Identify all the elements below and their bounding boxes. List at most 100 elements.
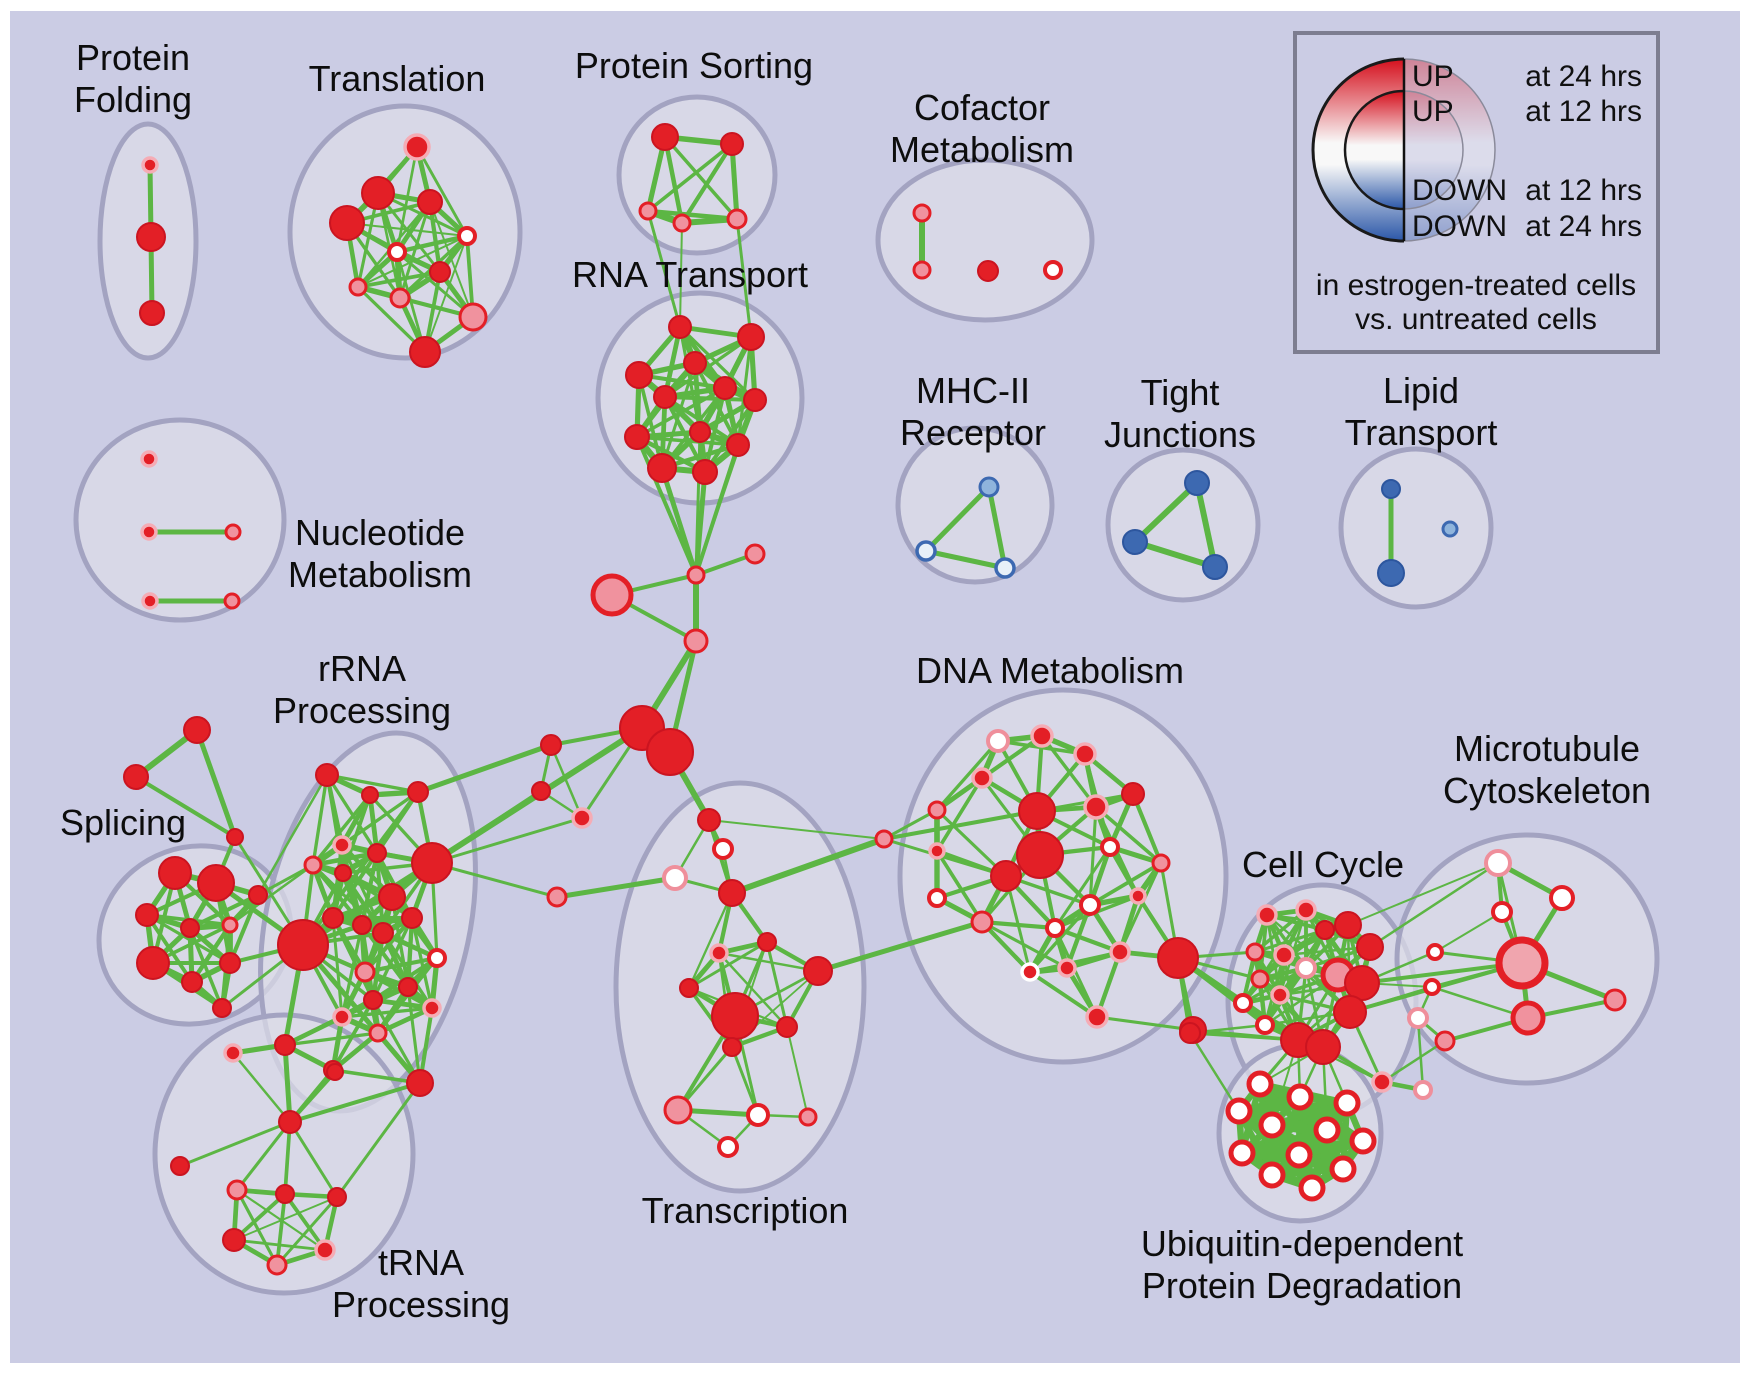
edge (325, 773, 379, 855)
edge (395, 250, 475, 319)
label-cofactor-metabolism: Cofactor (914, 87, 1050, 128)
node-tx4 (718, 879, 746, 907)
legend-row-left: DOWN (1412, 210, 1507, 243)
legend-row-right: at 24 hrs (1525, 210, 1642, 243)
node-sp7 (219, 952, 241, 974)
edge (979, 919, 1033, 975)
node-rt0 (668, 315, 692, 339)
edge (923, 484, 992, 554)
edge (986, 484, 1008, 571)
edge (786, 1026, 809, 1118)
node-tx13 (746, 1103, 770, 1127)
node-lp1 (1377, 559, 1405, 587)
edge (935, 849, 984, 924)
node-mb2 (590, 573, 634, 617)
node-mb8 (571, 807, 593, 829)
node-mb7 (531, 781, 551, 801)
legend-row-left: DOWN (1412, 174, 1507, 207)
cluster-ellipse-tight-junctions (1105, 447, 1261, 603)
cluster-ellipse-trna-processing (152, 1012, 416, 1296)
label-splicing: Splicing (60, 802, 186, 843)
edge (415, 145, 469, 238)
node-tn9 (314, 1239, 336, 1261)
edge (979, 733, 1045, 781)
edge (1434, 911, 1503, 953)
node-rr17 (422, 998, 442, 1018)
node-mb1 (744, 543, 766, 565)
node-dn14 (1079, 894, 1101, 916)
edge (1052, 925, 1123, 955)
edge (256, 863, 315, 897)
node-rt9 (726, 433, 750, 457)
node-mt3 (1426, 943, 1444, 961)
edge (687, 940, 769, 990)
node-rr13 (354, 961, 376, 983)
edge (283, 1192, 327, 1252)
node-sp8 (212, 998, 232, 1018)
node-dn20 (1109, 941, 1131, 963)
node-tr3 (417, 189, 443, 215)
edge (935, 739, 1000, 812)
node-tj1 (1122, 529, 1148, 555)
node-sp5 (136, 946, 170, 980)
node-nu1 (140, 523, 158, 541)
node-tn6 (275, 1184, 295, 1204)
node-tn11 (326, 1063, 344, 1081)
node-dn4 (927, 800, 947, 820)
node-rr14 (427, 948, 447, 968)
node-rt4 (713, 376, 737, 400)
edge (1253, 928, 1327, 954)
edge (1194, 480, 1218, 570)
label-nucleotide-metabolism: Nucleotide (295, 512, 465, 553)
node-dn0 (986, 729, 1010, 753)
node-rr21 (223, 1043, 243, 1063)
node-tx9 (711, 992, 759, 1040)
label-mhc-ii-receptor: MHC-II (916, 370, 1030, 411)
node-rr7 (411, 842, 453, 884)
node-pf2 (139, 300, 165, 326)
legend-row-right: at 12 hrs (1525, 95, 1642, 128)
node-dn15 (927, 888, 947, 908)
node-cc0 (1256, 904, 1278, 926)
edge (340, 923, 364, 1019)
label-nucleotide-metabolism: Metabolism (288, 554, 472, 595)
edge (663, 135, 739, 221)
edge (979, 919, 1058, 931)
node-cc9 (1344, 965, 1380, 1001)
edge (554, 875, 678, 900)
node-ub11 (1298, 1174, 1326, 1202)
node-dn6 (1121, 782, 1145, 806)
node-cc16 (1305, 1029, 1341, 1065)
node-mt5 (1423, 978, 1441, 996)
label-dna-metabolism: DNA Metabolism (916, 650, 1184, 691)
legend-circle-fade (1404, 59, 1495, 241)
node-mb3 (683, 628, 709, 654)
node-sp1 (197, 864, 235, 902)
edge (275, 1192, 287, 1267)
node-ub8 (1285, 1141, 1313, 1169)
node-ub9 (1258, 1161, 1286, 1189)
edge (717, 951, 820, 973)
node-rt11 (692, 459, 718, 485)
node-dn21 (1085, 1005, 1109, 1029)
node-mb5 (646, 728, 694, 776)
edge (1095, 1015, 1195, 1032)
edge (178, 1120, 292, 1168)
node-tj2 (1202, 554, 1228, 580)
edge (663, 395, 757, 402)
node-ps4 (726, 208, 748, 230)
label-translation: Translation (309, 58, 486, 99)
edge (1253, 908, 1308, 954)
edge (235, 1120, 292, 1192)
edge (1368, 861, 1500, 949)
edge (882, 809, 1039, 841)
node-nu3 (141, 592, 159, 610)
edge (662, 134, 685, 226)
node-tr8 (389, 287, 411, 309)
node-tx3 (546, 886, 568, 908)
edge (233, 1196, 338, 1241)
node-pf1 (136, 222, 166, 252)
edge (430, 816, 584, 865)
node-rt3 (683, 351, 707, 375)
